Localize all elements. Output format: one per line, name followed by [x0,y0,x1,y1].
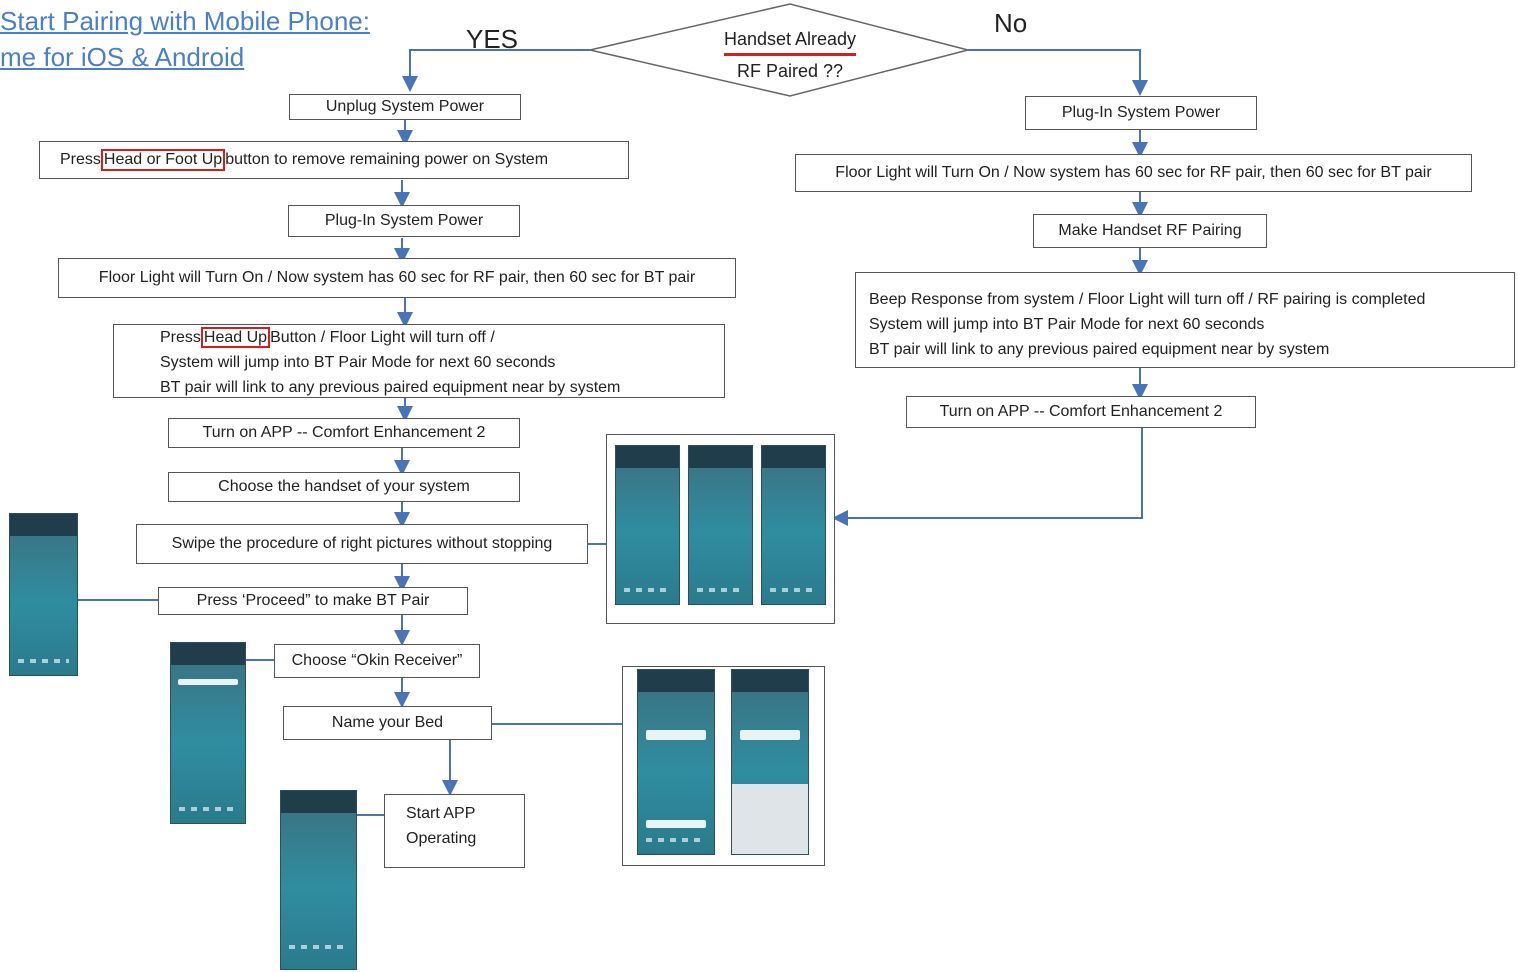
no-label: No [994,8,1028,38]
unplug-power-box: Unplug System Power [289,94,521,120]
head-foot-highlight: Head or Foot Up [100,149,226,171]
turn-on-app-box-right: Turn on APP -- Comfort Enhancement 2 [906,396,1256,428]
plug-in-power-box-right: Plug-In System Power [1025,96,1257,130]
press-pre: Press [60,151,101,168]
beep-line3: BT pair will link to any previous paired… [869,341,1330,358]
keyboard-area [732,784,808,854]
page-subtitle: me for iOS & Android [0,42,245,72]
phone-proceed-screen [9,513,78,676]
choose-handset-box: Choose the handset of your system [168,472,520,502]
phone-name-bed-2 [731,669,809,855]
phone-okin-screen [170,642,246,824]
start-app-box: Start APP Operating [384,794,525,868]
make-rf-pairing-box: Make Handset RF Pairing [1033,214,1267,248]
turn-on-app-box-left: Turn on APP -- Comfort Enhancement 2 [168,418,520,448]
head-up-pre: Press [160,329,201,346]
press-post: button to remove remaining power on Syst… [225,151,549,168]
bt-link-line: BT pair will link to any previous paired… [160,379,621,396]
name-bed-screens-frame [622,666,825,866]
swipe-procedure-box: Swipe the procedure of right pictures wi… [136,524,588,564]
page-title: Start Pairing with Mobile Phone: [0,6,370,36]
head-up-highlight: Head Up [200,327,271,348]
head-up-post: Button / Floor Light will turn off / [270,329,495,346]
decision-line2: RF Paired ?? [736,61,844,81]
start-line1: Start APP [406,805,476,822]
decision-line1: Handset Already [723,25,857,56]
floor-light-box-left: Floor Light will Turn On / Now system ha… [58,258,736,298]
phone-name-bed-1 [637,669,715,855]
phone-operating-screen [280,790,357,970]
yes-label: YES [466,24,519,54]
press-proceed-box: Press ‘Proceed” to make BT Pair [158,587,468,615]
press-head-foot-box: Press Head or Foot Up button to remove r… [39,141,629,179]
phone-screen-2 [688,445,753,605]
phone-screen-1 [615,445,680,605]
bt-jump-line: System will jump into BT Pair Mode for n… [160,354,556,371]
phone-screen-3 [761,445,826,605]
beep-response-box: Beep Response from system / Floor Light … [855,272,1515,368]
swipe-screens-frame [606,434,835,624]
name-bed-box: Name your Bed [283,706,492,740]
plug-in-power-box-left: Plug-In System Power [288,205,520,237]
decision-label: Handset Already RF Paired ?? [690,24,890,86]
choose-okin-box: Choose “Okin Receiver” [274,644,480,678]
start-line2: Operating [406,830,477,847]
floor-light-box-right: Floor Light will Turn On / Now system ha… [795,154,1472,192]
beep-line1: Beep Response from system / Floor Light … [869,291,1426,308]
beep-line2: System will jump into BT Pair Mode for n… [869,316,1265,333]
